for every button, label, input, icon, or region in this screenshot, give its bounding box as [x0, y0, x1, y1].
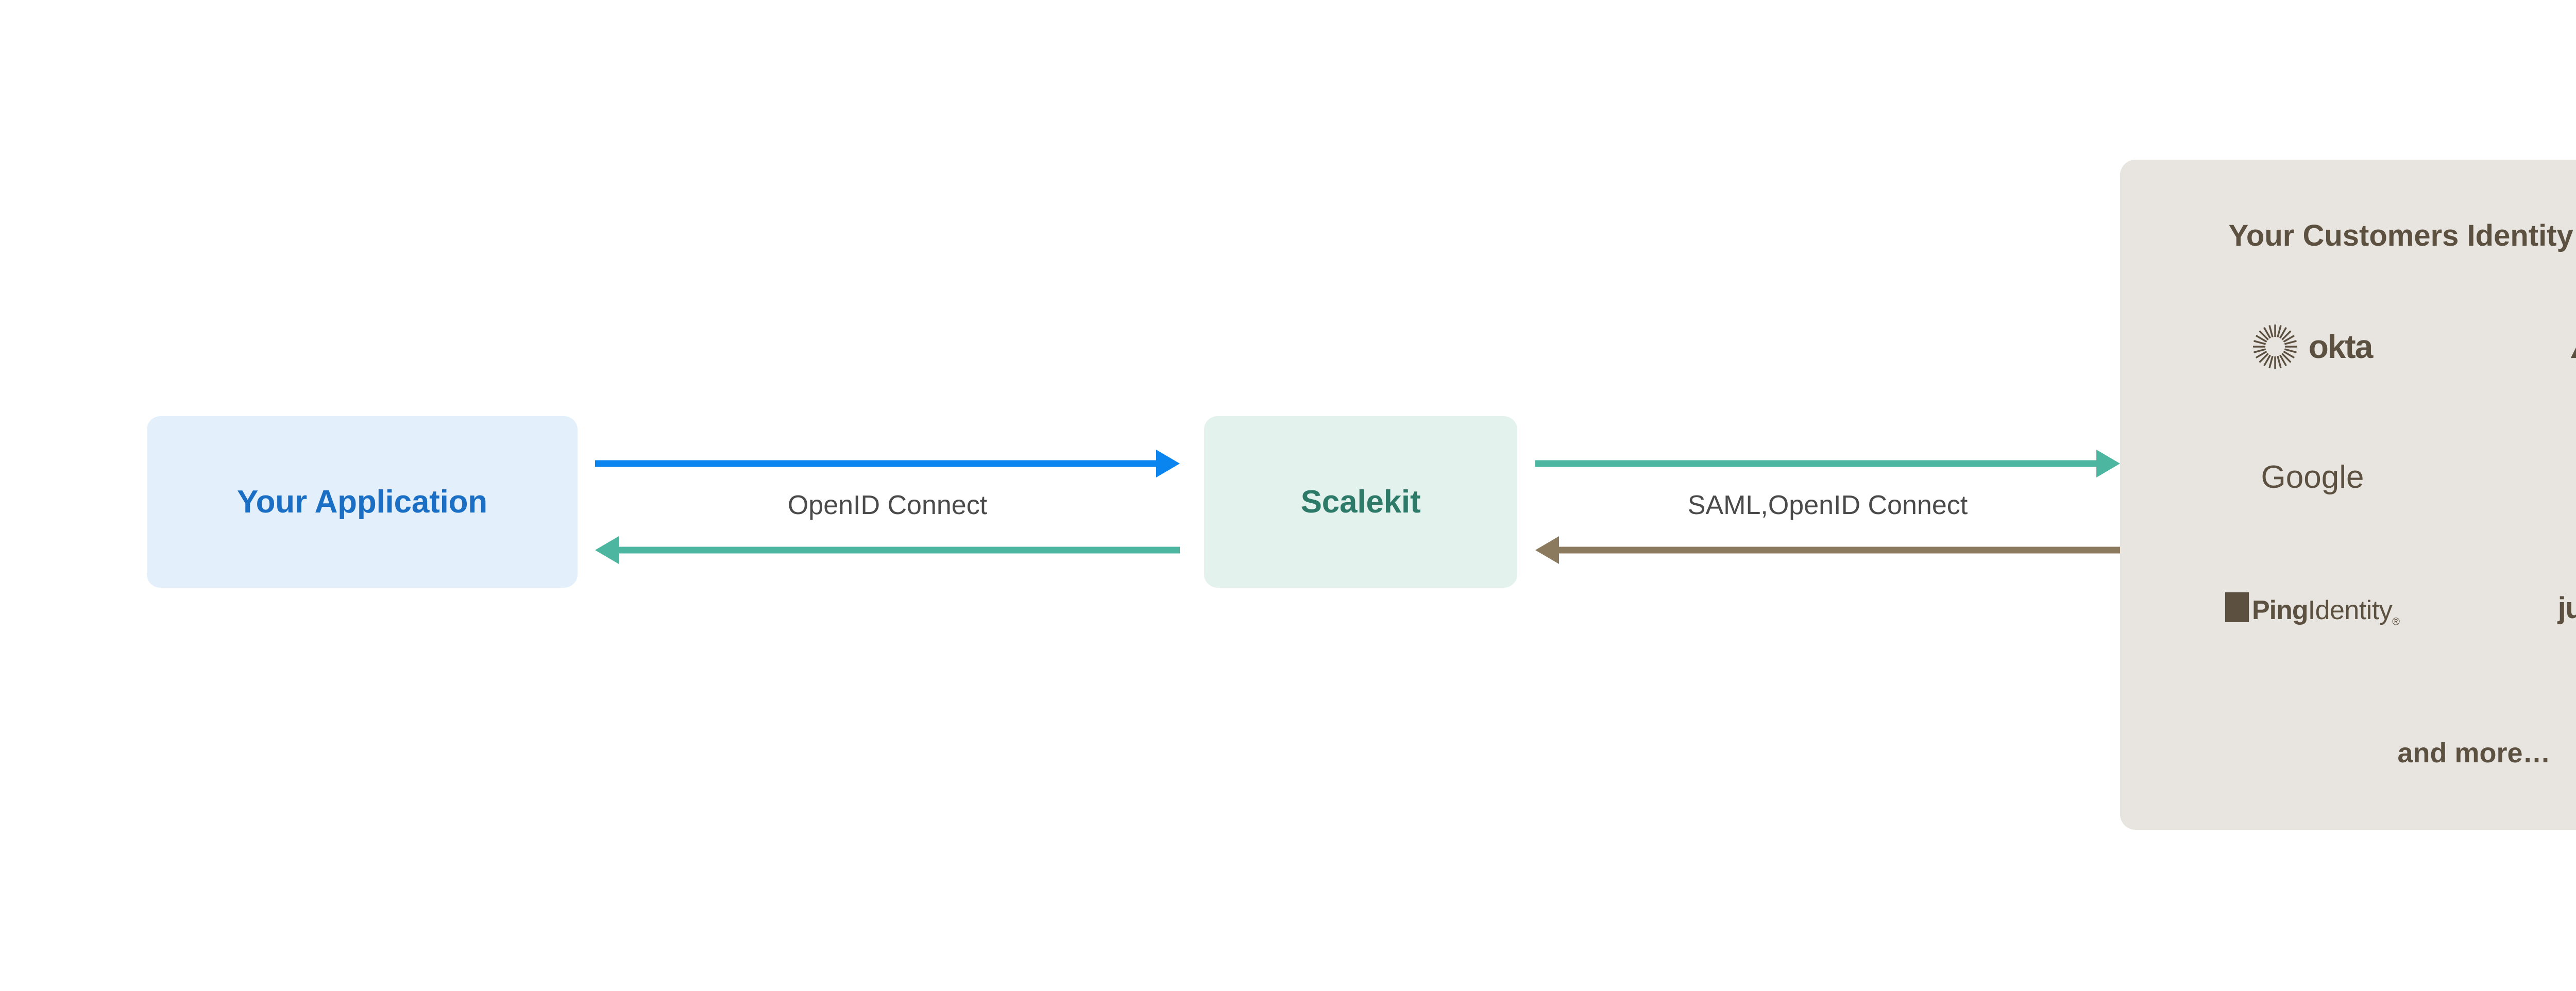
arrow-scalekit-to-app [595, 536, 1180, 564]
ping-square-icon [2225, 592, 2249, 623]
provider-pingidentity-suffix: Identity [2308, 595, 2393, 626]
identity-providers-title: Your Customers Identity Providers [2228, 219, 2576, 252]
arrow-app-to-scalekit [595, 450, 1180, 477]
okta-sunburst-icon [2252, 324, 2297, 369]
provider-okta[interactable]: okta [2151, 281, 2474, 412]
arrow-head-right-icon [1156, 450, 1180, 477]
arrow-shaft [618, 546, 1180, 554]
provider-jumpcloud-label: jumpcloud [2557, 591, 2576, 625]
provider-okta-label: okta [2308, 328, 2374, 365]
arrow-idp-to-scalekit [1535, 536, 2120, 564]
connection-label-saml-openid-connect: SAML,OpenID Connect [1687, 490, 1968, 520]
provider-pingidentity[interactable]: PingIdentity® [2151, 543, 2474, 674]
arrow-head-right-icon [2096, 450, 2120, 477]
azure-triangle-icon [2567, 327, 2576, 366]
provider-azure[interactable]: Azure [2474, 281, 2576, 412]
provider-onelogin[interactable]: onelogin [2474, 412, 2576, 543]
arrow-shaft [1535, 460, 2097, 467]
arrow-head-left-icon [595, 536, 619, 564]
registered-trademark-icon: ® [2392, 616, 2400, 628]
provider-onelogin-label: onelogin [2575, 462, 2576, 493]
provider-google[interactable]: Google [2151, 412, 2474, 543]
identity-providers-footer: and more… [2397, 738, 2551, 768]
node-your-application-label: Your Application [237, 484, 487, 520]
node-your-application[interactable]: Your Application [147, 416, 578, 588]
connection-label-openid-connect: OpenID Connect [787, 490, 988, 520]
provider-google-label: Google [2261, 459, 2364, 495]
arrow-shaft [1558, 546, 2120, 554]
provider-pingidentity-label: Ping [2251, 595, 2309, 626]
identity-providers-panel: Your Customers Identity Providers [2120, 160, 2576, 830]
node-scalekit-label: Scalekit [1300, 484, 1421, 520]
arrow-shaft [595, 460, 1157, 467]
provider-jumpcloud[interactable]: jumpcloud™ [2474, 543, 2576, 674]
node-scalekit[interactable]: Scalekit [1204, 416, 1517, 588]
arrow-scalekit-to-idp [1535, 450, 2120, 477]
identity-providers-logo-grid: okta Azure Google onelogin [2151, 281, 2576, 674]
arrow-head-left-icon [1535, 536, 1559, 564]
